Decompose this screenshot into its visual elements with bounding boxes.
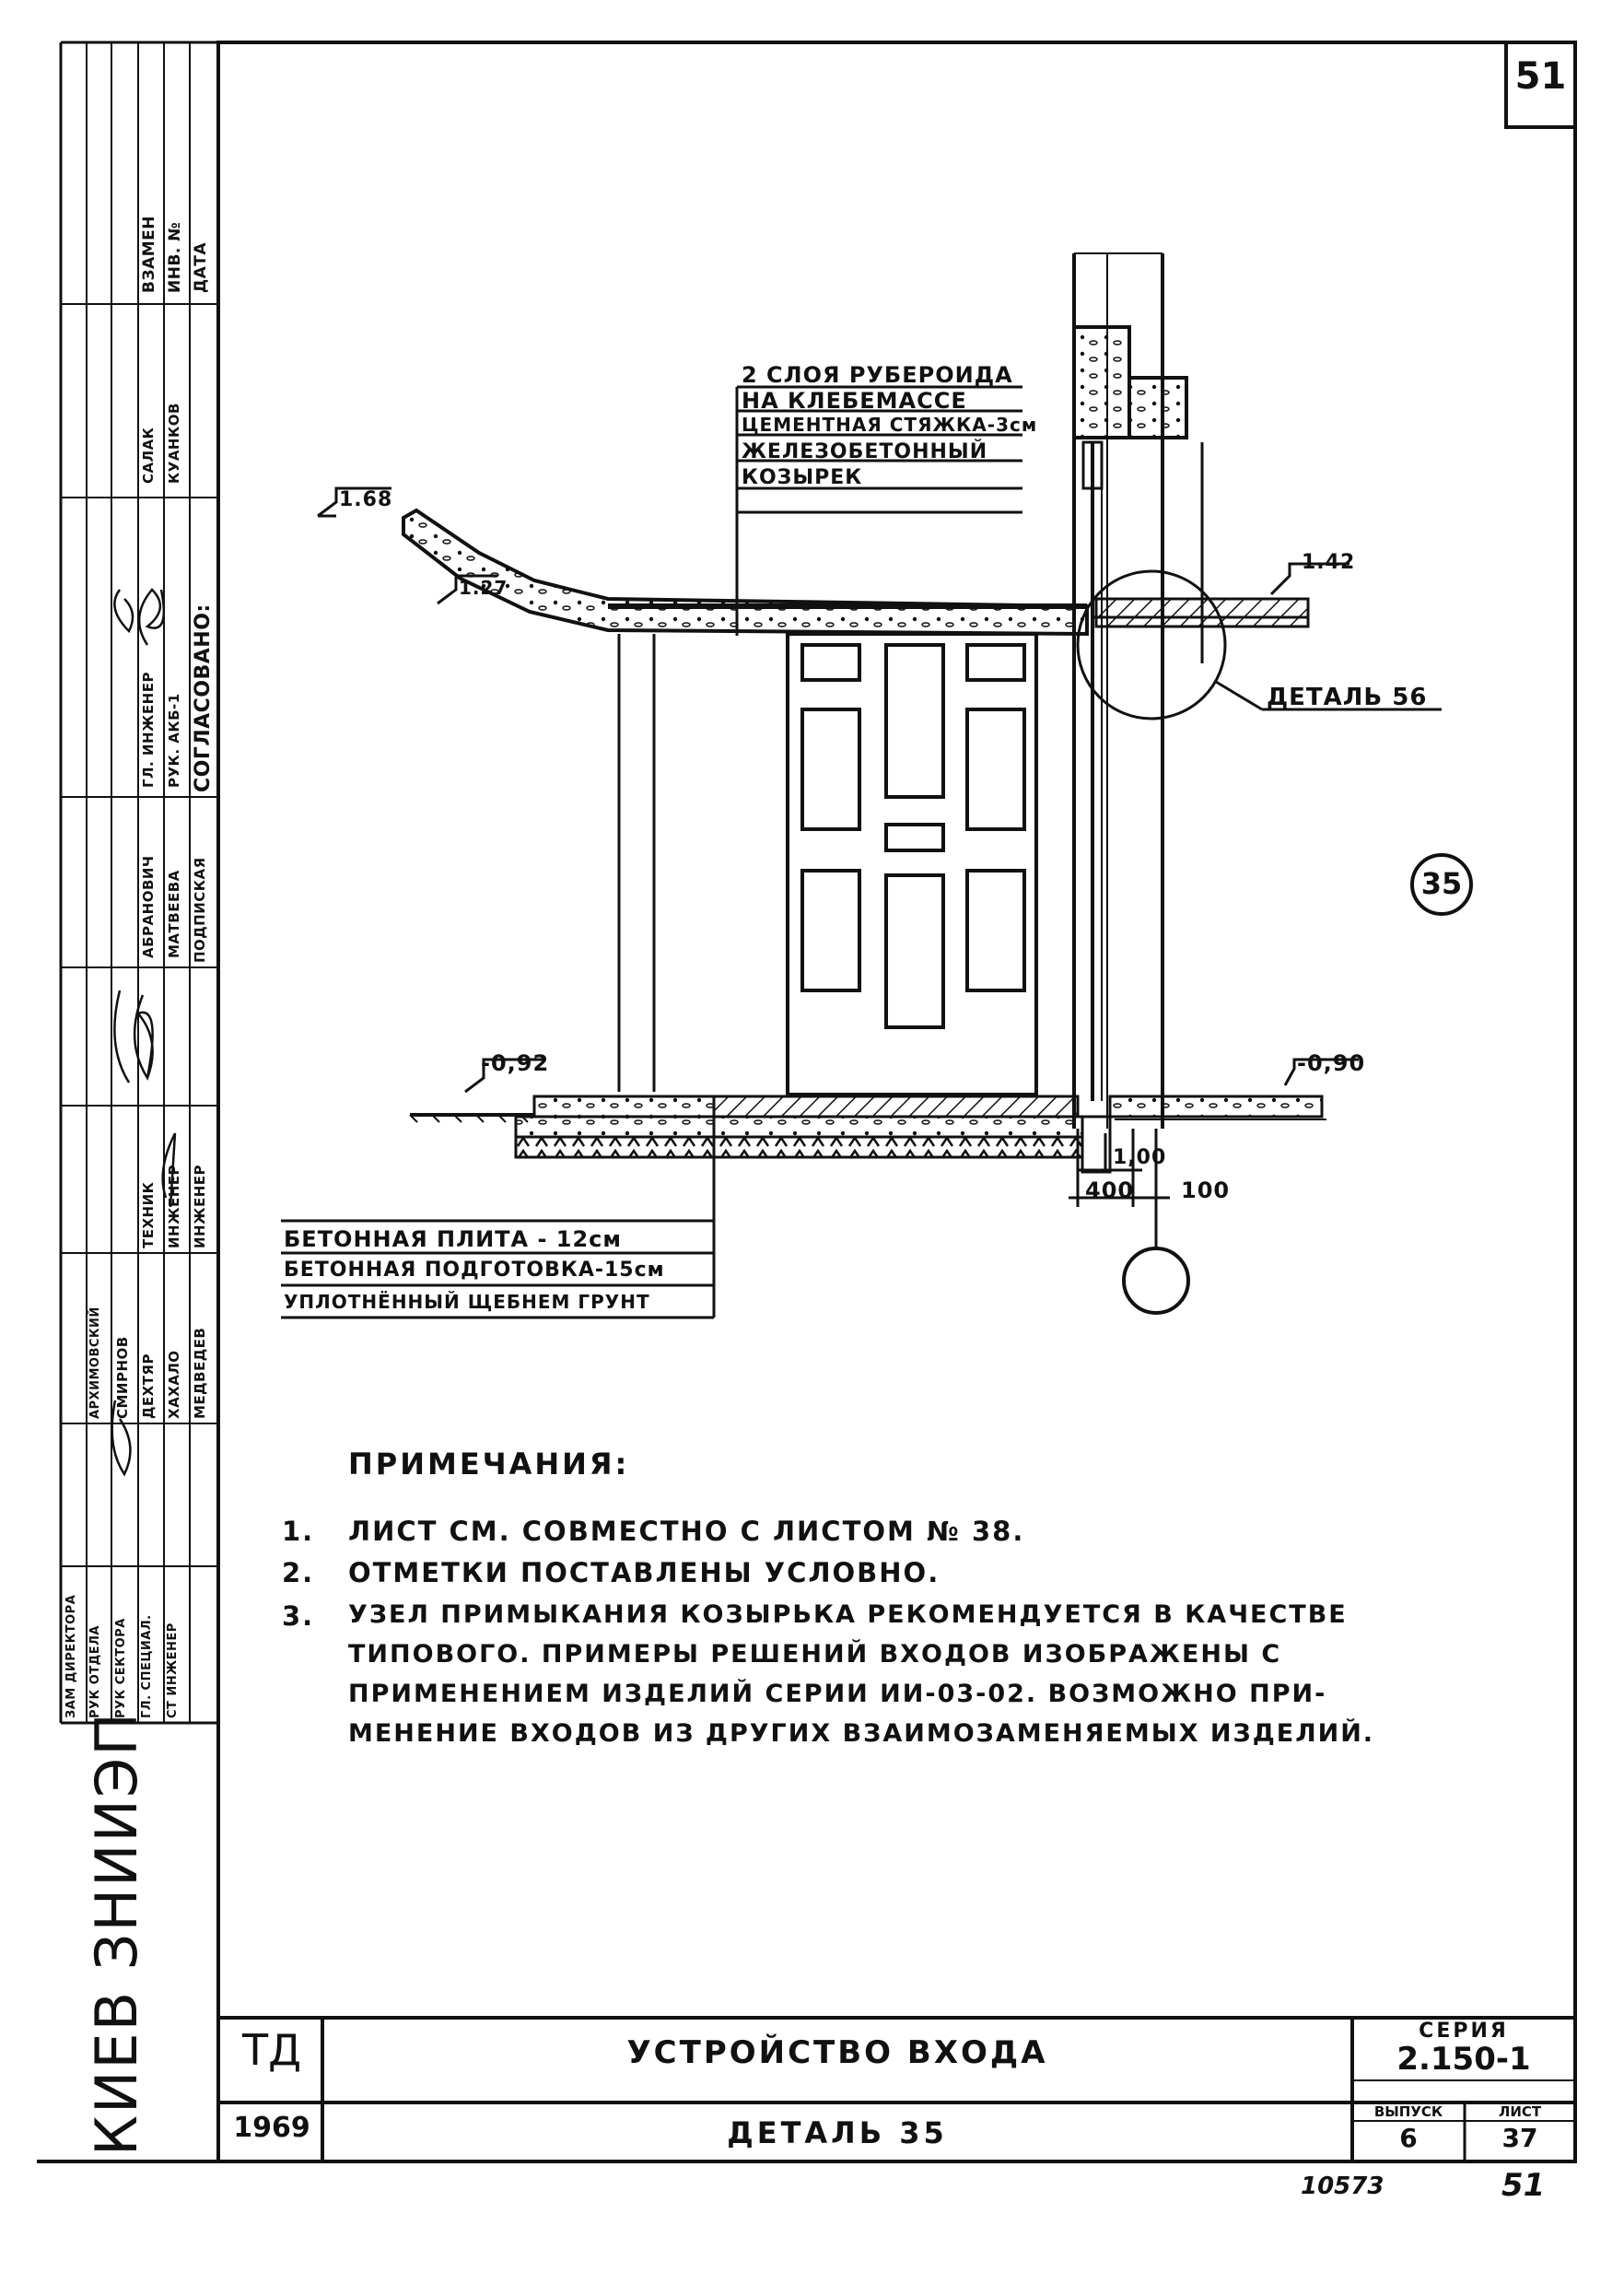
- handwritten-note-left: 10573: [1301, 2173, 1384, 2200]
- floor-layer-label: БЕТОННАЯ ПОДГОТОВКА-15см: [284, 1259, 665, 1282]
- roof-layer-label: ЖЕЛЕЗОБЕТОННЫЙ: [742, 440, 988, 463]
- level-ground-right: -0,90: [1297, 1050, 1366, 1076]
- level-markers: [317, 486, 1359, 1094]
- roof-layer-label: ЦЕМЕНТНАЯ СТЯЖКА-3см: [742, 414, 1038, 436]
- sheet-value: 37: [1501, 2123, 1538, 2153]
- sheet-number-top: 51: [1514, 55, 1567, 98]
- floor-layer-label: БЕТОННАЯ ПЛИТА - 12см: [284, 1226, 623, 1252]
- dimension-label: 100: [1181, 1177, 1231, 1203]
- note-number: 2.: [282, 1557, 315, 1588]
- detail-marker-circle: [1410, 853, 1473, 916]
- roof-layer-label: 2 СЛОЯ РУБЕРОИДА: [742, 362, 1013, 388]
- roof-layer-label: НА КЛЕБЕМАССЕ: [742, 388, 967, 414]
- note-number: 1.: [282, 1516, 315, 1547]
- door: [786, 632, 1038, 1096]
- note-line: ЛИСТ СМ. СОВМЕСТНО С ЛИСТОМ № 38.: [348, 1516, 1025, 1547]
- title-block-year: 1969: [233, 2112, 310, 2144]
- roof-layer-label: КОЗЫРЕК: [742, 466, 863, 489]
- title-block-td: ТД: [241, 2025, 302, 2075]
- level-wall-slab: 1.42: [1302, 551, 1356, 574]
- series-label: СЕРИЯ: [1419, 2020, 1509, 2043]
- roof-layer-leaders: [735, 385, 1022, 636]
- detail-marker-label: 35: [1420, 866, 1463, 901]
- floor-layer-leaders: [281, 1106, 716, 1319]
- level-canopy-tip: 1.68: [339, 488, 393, 511]
- note-line: ПРИМЕНЕНИЕМ ИЗДЕЛИЙ СЕРИИ ИИ-03-02. ВОЗМ…: [348, 1680, 1327, 1708]
- wall: [1072, 252, 1204, 1129]
- floor-layer-label: УПЛОТНЁННЫЙ ЩЕБНЕМ ГРУНТ: [284, 1291, 650, 1313]
- note-line: ТИПОВОГО. ПРИМЕРЫ РЕШЕНИЙ ВХОДОВ ИЗОБРАЖ…: [348, 1640, 1282, 1669]
- note-line: ОТМЕТКИ ПОСТАВЛЕНЫ УСЛОВНО.: [348, 1557, 941, 1588]
- sheet-label: ЛИСТ: [1498, 2103, 1542, 2120]
- title-block-title: УСТРОЙСТВО ВХОДА: [626, 2034, 1048, 2071]
- notes-title: ПРИМЕЧАНИЯ:: [348, 1447, 630, 1482]
- floor-construction: [409, 1095, 1326, 1174]
- dimension-label: 400: [1085, 1177, 1135, 1203]
- detail-callout-circle: [1076, 569, 1442, 720]
- note-number: 3.: [282, 1600, 315, 1632]
- dimension-lines: [1069, 1129, 1170, 1207]
- note-line: УЗЕЛ ПРИМЫКАНИЯ КОЗЫРЬКА РЕКОМЕНДУЕТСЯ В…: [348, 1600, 1348, 1629]
- issue-value: 6: [1399, 2123, 1418, 2153]
- dimension-label: 1,00: [1113, 1146, 1167, 1169]
- canopy: [402, 508, 1310, 637]
- level-canopy-base: 1.27: [459, 577, 508, 599]
- handwritten-note-right: 51: [1501, 2167, 1546, 2204]
- level-ground-left: -0,92: [481, 1050, 550, 1076]
- note-line: МЕНЕНИЕ ВХОДОВ ИЗ ДРУГИХ ВЗАИМОЗАМЕНЯЕМЫ…: [348, 1719, 1375, 1748]
- issue-label: ВЫПУСК: [1373, 2103, 1443, 2120]
- columns: [617, 634, 656, 1092]
- detail-callout-label: ДЕТАЛЬ 56: [1267, 684, 1428, 711]
- title-block-subtitle: ДЕТАЛЬ 35: [727, 2115, 948, 2150]
- series-value: 2.150-1: [1396, 2041, 1531, 2078]
